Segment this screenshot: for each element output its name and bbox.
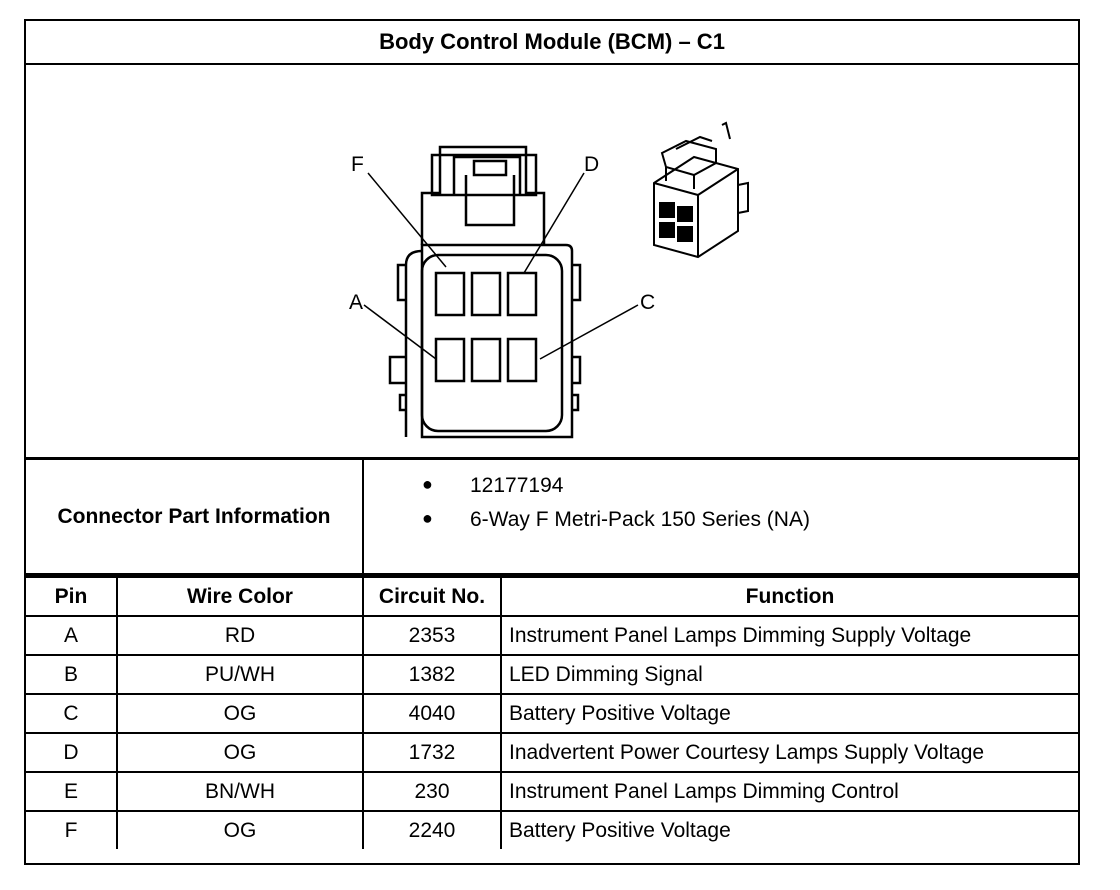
callout-labels: F D A C	[349, 153, 655, 314]
part-number: 12177194	[470, 474, 564, 497]
callout-c: C	[640, 291, 655, 314]
header-function: Function	[500, 576, 1078, 617]
connector-part-info-list: ● 12177194 ● 6-Way F Metri-Pack 150 Seri…	[366, 460, 1078, 573]
table-row: D OG 1732 Inadvertent Power Courtesy Lam…	[26, 732, 1078, 773]
wire-color-cell: RD	[116, 615, 364, 656]
connector-diagram: F D A C	[349, 121, 749, 439]
connector-figure: F D A C	[26, 65, 1078, 460]
function-cell: Instrument Panel Lamps Dimming Control	[500, 771, 1078, 812]
circuit-cell: 1732	[362, 732, 502, 773]
cavity-c-bottom	[506, 337, 538, 383]
cavity-b-top	[470, 271, 502, 317]
header-pin: Pin	[26, 576, 118, 617]
circuit-cell: 230	[362, 771, 502, 812]
connector-part-info: Connector Part Information ● 12177194 ● …	[26, 460, 1078, 576]
pin-cell: A	[26, 615, 118, 656]
table-row: A RD 2353 Instrument Panel Lamps Dimming…	[26, 615, 1078, 656]
pin-cell: B	[26, 654, 118, 695]
cavity-a-bottom	[434, 337, 466, 383]
wire-color-cell: OG	[116, 810, 364, 849]
wire-color-cell: OG	[116, 732, 364, 773]
wire-color-cell: PU/WH	[116, 654, 364, 695]
function-cell: Battery Positive Voltage	[500, 693, 1078, 734]
callout-f: F	[351, 153, 364, 176]
circuit-cell: 1382	[362, 654, 502, 695]
table-row: F OG 2240 Battery Positive Voltage	[26, 810, 1078, 849]
wire-color-cell: BN/WH	[116, 771, 364, 812]
circuit-cell: 2240	[362, 810, 502, 849]
bullet-icon: ●	[422, 474, 433, 494]
pin-cell: D	[26, 732, 118, 773]
circuit-cell: 4040	[362, 693, 502, 734]
wire-color-cell: OG	[116, 693, 364, 734]
function-cell: Battery Positive Voltage	[500, 810, 1078, 849]
callout-leaders	[363, 172, 639, 360]
connector-face	[388, 145, 582, 439]
circuit-cell: 2353	[362, 615, 502, 656]
callout-a: A	[349, 291, 363, 314]
page-title: Body Control Module (BCM) – C1	[26, 21, 1078, 65]
table-row: E BN/WH 230 Instrument Panel Lamps Dimmi…	[26, 771, 1078, 812]
header-circuit-no: Circuit No.	[362, 576, 502, 617]
header-wire-color: Wire Color	[116, 576, 364, 617]
table-row: B PU/WH 1382 LED Dimming Signal	[26, 654, 1078, 695]
cavity-d-top	[506, 271, 538, 317]
table-header-row: Pin Wire Color Circuit No. Function	[26, 576, 1078, 617]
cavity-b-bottom	[470, 337, 502, 383]
pinout-table: Pin Wire Color Circuit No. Function A RD…	[26, 576, 1078, 849]
table-row: C OG 4040 Battery Positive Voltage	[26, 693, 1078, 734]
connector-sheet: Body Control Module (BCM) – C1	[24, 19, 1080, 865]
function-cell: Instrument Panel Lamps Dimming Supply Vo…	[500, 615, 1078, 656]
cavity-a-top	[434, 271, 466, 317]
function-cell: LED Dimming Signal	[500, 654, 1078, 695]
connector-part-info-label: Connector Part Information	[26, 460, 364, 573]
pin-cell: E	[26, 771, 118, 812]
function-cell: Inadvertent Power Courtesy Lamps Supply …	[500, 732, 1078, 773]
bullet-icon: ●	[422, 508, 433, 528]
pin-cell: F	[26, 810, 118, 849]
connector-isometric-icon	[653, 121, 749, 259]
part-series: 6-Way F Metri-Pack 150 Series (NA)	[470, 508, 810, 531]
callout-d: D	[584, 153, 599, 176]
pin-cell: C	[26, 693, 118, 734]
